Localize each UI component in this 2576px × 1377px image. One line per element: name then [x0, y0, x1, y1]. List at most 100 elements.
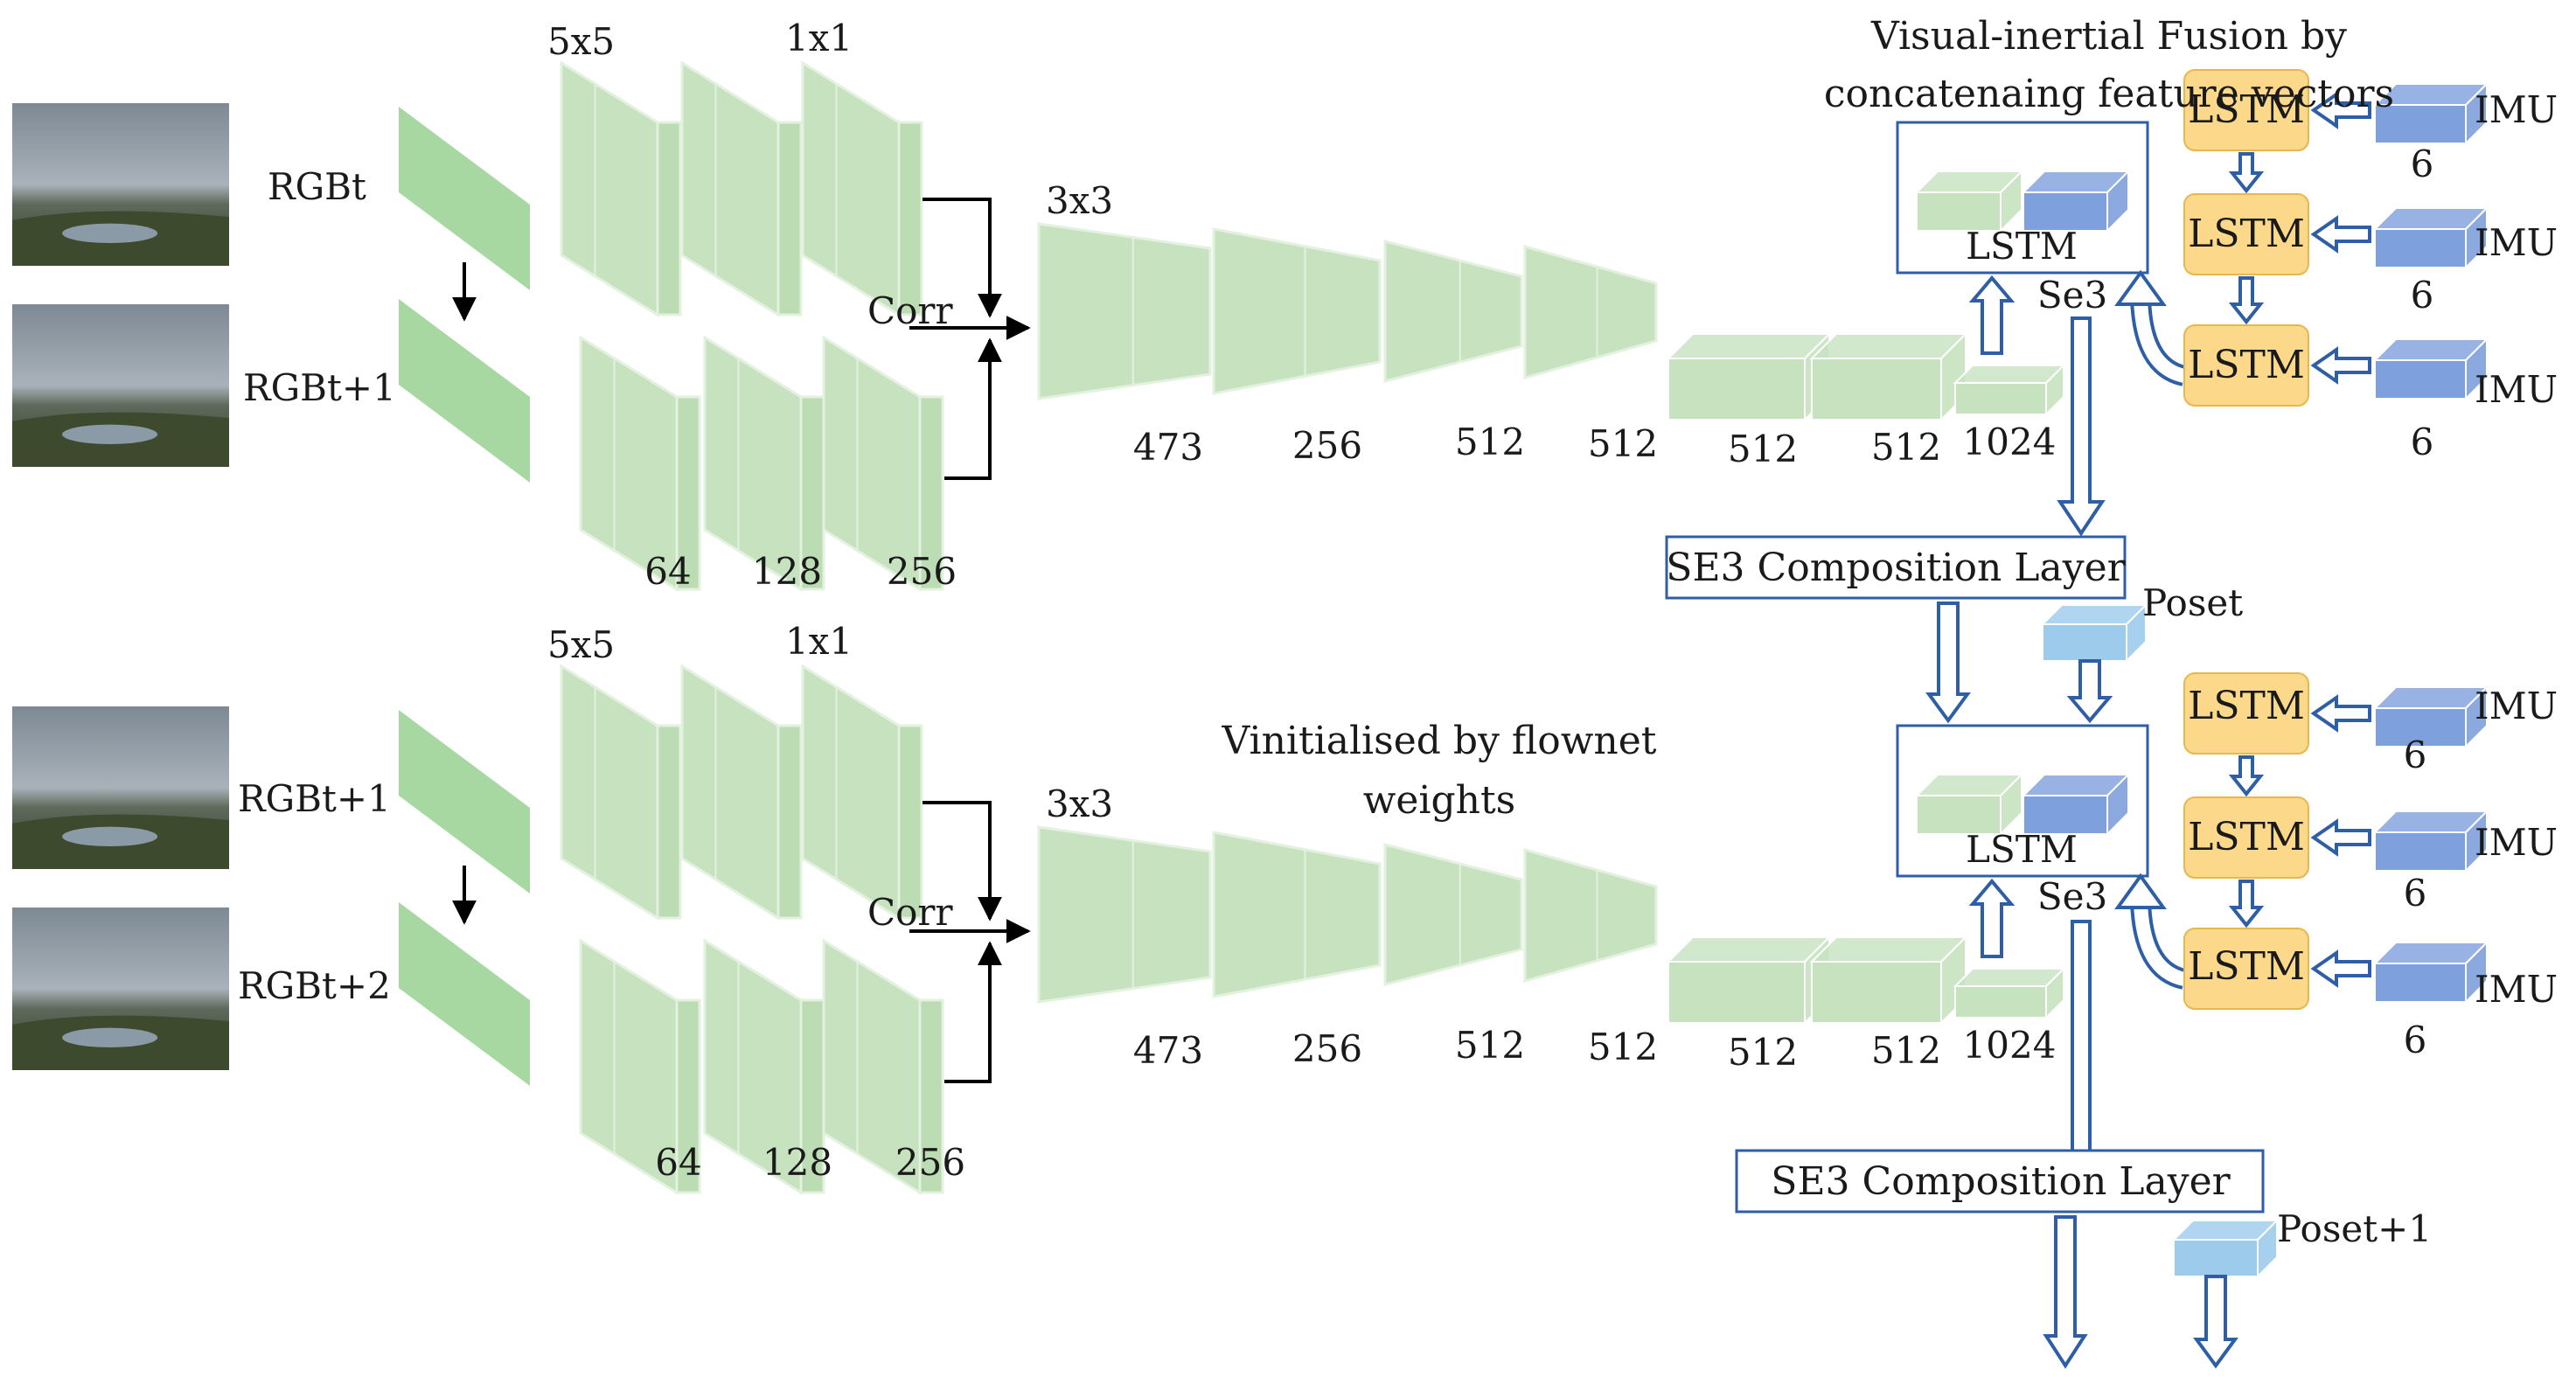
box-side	[2000, 169, 2023, 233]
imu-label-5: IMU	[2475, 821, 2558, 864]
input-photo-b	[12, 304, 229, 467]
block-body	[1212, 227, 1382, 395]
branch-b-conv-1	[579, 938, 701, 1195]
label-kernel-3x3-1: 3x3	[1046, 179, 1113, 222]
input-photo-b	[12, 908, 229, 1070]
conv-channel-top-7: 1024	[1963, 421, 2057, 463]
block-body	[1037, 222, 1212, 400]
lstm-cell-label-2: LSTM	[2188, 212, 2305, 256]
conv-512-c	[1666, 935, 1832, 1026]
lstm-cell-label-5: LSTM	[2188, 815, 2305, 859]
conv-512-a	[1383, 843, 1523, 986]
photo-water	[62, 424, 158, 444]
branch-a-conv-5x5	[560, 60, 682, 317]
box-side	[2045, 966, 2064, 1020]
box-side	[2126, 602, 2147, 664]
curved-arrow-fill	[2134, 296, 2187, 383]
arrow-imu-to-lstm-3	[2310, 346, 2371, 385]
imu-label-6: IMU	[2475, 968, 2558, 1011]
corr-line-upper	[922, 801, 1002, 921]
block-side	[799, 395, 825, 591]
block-body	[1523, 245, 1658, 379]
conv-512-a	[1383, 240, 1523, 383]
box-side	[2465, 205, 2488, 270]
se3-label-1: Se3	[2037, 274, 2107, 316]
branch-a-conv-5x5	[560, 664, 682, 921]
lstm-cell-label-4: LSTM	[2188, 684, 2305, 728]
imu-dim-label-3: 6	[2411, 421, 2434, 463]
label-kernel-1x1-2: 1x1	[785, 620, 853, 663]
diagram-labels: RGBtRGBt+1RGBt+1RGBt+25x55x51x11x13x33x3…	[238, 14, 2558, 1250]
conv-256	[1212, 227, 1382, 395]
pose-block	[2040, 602, 2148, 664]
lstm-cell-2	[2183, 796, 2309, 879]
block-front	[801, 664, 901, 921]
branch-channel-top-3: 256	[887, 550, 957, 593]
conv-473	[1037, 825, 1212, 1004]
imu-dim-label-2: 6	[2411, 274, 2434, 316]
se3-layer-box-2	[1735, 1149, 2265, 1214]
conv-channel-top-1: 473	[1133, 426, 1203, 469]
arrow-pose-to-fusion-2	[2066, 659, 2113, 724]
branch-b-conv-2	[703, 335, 825, 592]
box-top	[1953, 968, 2066, 987]
box-front	[1811, 961, 1942, 1024]
arrow-se3-to-fusion-2	[1925, 602, 1971, 724]
arrow-lstm-chain-1	[2228, 755, 2265, 797]
se3-label-2: Se3	[2037, 875, 2107, 918]
imu-data-block-1	[2372, 81, 2489, 146]
box-side	[2045, 363, 2064, 417]
block-side	[656, 121, 682, 316]
label-rgbt: RGBt	[268, 165, 366, 208]
block-side	[656, 724, 682, 920]
corr-line-lower	[944, 337, 1002, 480]
fusion-imu-feature	[2021, 772, 2131, 837]
arrow-se3-out	[2043, 1215, 2088, 1369]
conv-512-c	[1666, 331, 1832, 422]
lstm-cell-label-3: LSTM	[2188, 343, 2305, 387]
block-body	[1037, 825, 1212, 1004]
conv-512-b	[1523, 848, 1658, 983]
label-rgbt2: RGBt+2	[238, 964, 391, 1007]
box-top	[1809, 333, 1968, 359]
box-side	[2106, 169, 2129, 233]
pose-label: Poset	[2142, 581, 2243, 624]
branch-a-conv-mid	[680, 60, 803, 317]
block-side	[776, 121, 803, 316]
arrow-lstm-chain-1	[2228, 152, 2265, 194]
branch-b-conv-1	[579, 335, 701, 592]
arrow-imu-to-lstm-2	[2310, 215, 2371, 254]
lstm-cell-2	[2183, 193, 2309, 275]
branch-b-conv-2	[703, 938, 825, 1195]
curved-arrow-head	[2114, 873, 2167, 909]
conv-channel-bottom-7: 1024	[1963, 1024, 2057, 1067]
label-kernel-5x5-1: 5x5	[547, 20, 615, 63]
pose-next-block	[2171, 1218, 2280, 1279]
conv-channel-top-5: 512	[1728, 428, 1798, 470]
box-front	[2374, 359, 2467, 400]
label-kernel-5x5-2: 5x5	[547, 623, 615, 666]
imu-data-block-3	[2372, 337, 2489, 401]
box-side	[2465, 337, 2488, 401]
arrow-imu-to-lstm-1	[2310, 694, 2371, 733]
conv-1024	[1953, 966, 2066, 1020]
box-side	[2465, 81, 2488, 146]
input-slab-a	[399, 107, 530, 290]
photo-water	[62, 223, 158, 243]
box-front	[1954, 382, 2047, 415]
block-body	[1212, 831, 1382, 998]
imu-dim-label-4: 6	[2404, 734, 2427, 776]
box-top	[1953, 365, 2066, 384]
box-front	[2374, 831, 2467, 872]
conv-256	[1212, 831, 1382, 998]
label-rgbt1-bottom: RGBt+1	[238, 777, 391, 820]
imu-dim-label-6: 6	[2404, 1019, 2427, 1061]
conv-channel-bottom-4: 512	[1588, 1026, 1658, 1068]
block-side	[897, 724, 923, 920]
fusion-imu-feature	[2021, 169, 2131, 233]
init-caption-line-1: Vinitialised by flownet	[1222, 719, 1657, 763]
conv-channel-top-2: 256	[1292, 424, 1362, 467]
fusion-visual-feature	[1914, 169, 2024, 233]
arrow-visual-to-fusion	[1968, 275, 2016, 355]
